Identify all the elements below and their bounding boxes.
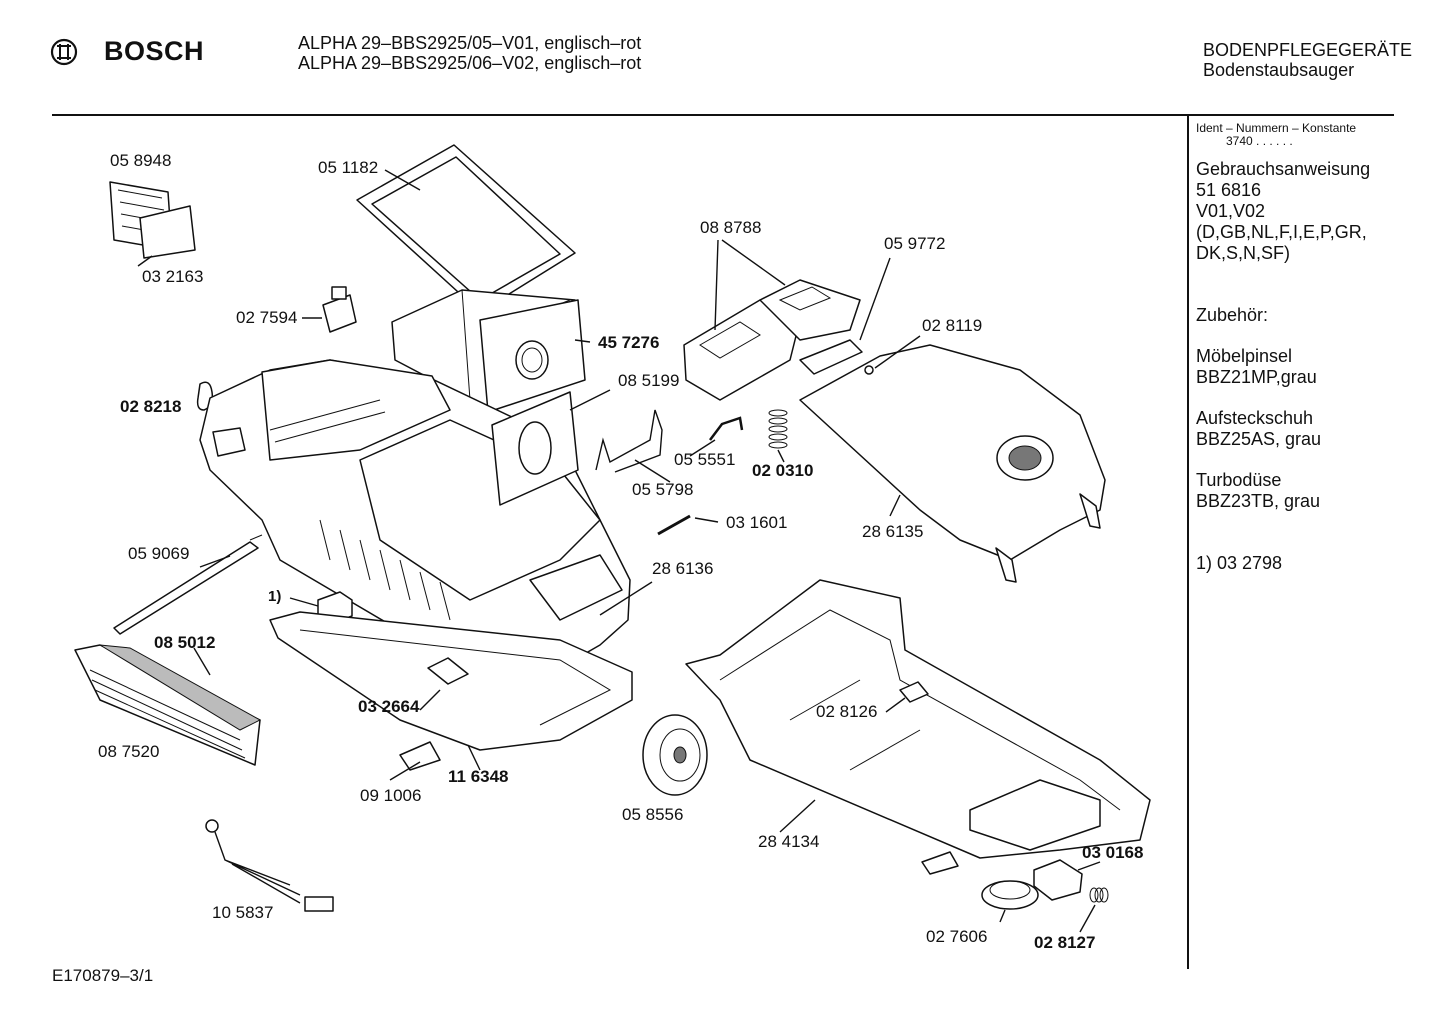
part-number: 02 0310 <box>752 461 814 480</box>
pin-part <box>657 514 691 536</box>
bosch-armature-icon <box>50 38 78 66</box>
category-title: BODENPFLEGEGERÄTE <box>1203 40 1413 60</box>
cable-harness-part <box>205 819 334 912</box>
screw-part <box>864 365 874 375</box>
accessory-item: Möbelpinsel BBZ21MP,grau <box>1196 346 1392 388</box>
part-number: 08 8788 <box>700 218 762 237</box>
exploded-view-drawing <box>74 144 1151 933</box>
footnote: 1) 03 2798 <box>1196 553 1283 573</box>
part-number: 05 5551 <box>674 450 736 469</box>
manual-languages: DK,S,N,SF) <box>1196 243 1291 263</box>
part-number: 02 8126 <box>816 702 878 721</box>
ident-value: 3740 . . . . . . <box>1226 134 1293 148</box>
bosch-logo: BOSCH <box>48 34 208 70</box>
manual-number: 51 6816 <box>1196 180 1262 200</box>
accessories-title: Zubehör: <box>1196 305 1269 325</box>
drawing-id: E170879–3/1 <box>52 966 154 985</box>
accessory-name: Turbodüse <box>1196 470 1282 490</box>
part-number: 05 8948 <box>110 151 172 170</box>
part-number: 08 7520 <box>98 742 160 761</box>
part-number: 05 1182 <box>318 158 379 177</box>
manual-languages: (D,GB,NL,F,I,E,P,GR, <box>1196 222 1367 242</box>
part-number: 02 7594 <box>236 308 298 327</box>
part-number: 03 2664 <box>358 697 420 716</box>
model-lines: ALPHA 29–BBS2925/05–V01, englisch–rot AL… <box>298 33 641 73</box>
part-number: 08 5199 <box>618 371 680 390</box>
reel-spring-part <box>1089 887 1109 903</box>
category: BODENPFLEGEGERÄTE Bodenstaubsauger <box>1203 40 1412 80</box>
bag-holder-part <box>491 391 579 506</box>
hook-part <box>709 416 744 441</box>
part-number: 28 6136 <box>652 559 714 578</box>
part-number: 08 5012 <box>154 633 216 652</box>
leader-lines <box>137 169 1101 933</box>
part-number: 10 5837 <box>212 903 274 922</box>
part-number: 02 8127 <box>1034 933 1096 952</box>
part-number: 11 6348 <box>448 767 509 786</box>
part-number: 02 8119 <box>922 316 983 335</box>
manual-title: Gebrauchsanweisung <box>1196 159 1371 179</box>
top-cover-part <box>799 344 1106 583</box>
chassis-base-part <box>685 579 1151 875</box>
lid-hinge-part <box>683 279 861 401</box>
accessory-code: BBZ25AS, grau <box>1196 429 1322 449</box>
part-number: 03 0168 <box>1082 843 1144 862</box>
lock-slider-part <box>799 339 863 375</box>
accessory-code: BBZ21MP,grau <box>1196 367 1317 387</box>
brand-name: BOSCH <box>104 36 205 66</box>
accessory-code: BBZ23TB, grau <box>1196 491 1321 511</box>
part-number: 05 9069 <box>128 544 190 563</box>
part-number: 28 6135 <box>862 522 924 541</box>
accessory-name: Aufsteckschuh <box>1196 408 1314 428</box>
manual-versions: V01,V02 <box>1196 201 1266 221</box>
part-number: 02 8218 <box>120 397 182 416</box>
switch-button-part <box>322 286 357 333</box>
part-number: 03 2163 <box>142 267 204 286</box>
part-number: 09 1006 <box>360 786 422 805</box>
accessory-item: Aufsteckschuh BBZ25AS, grau <box>1196 408 1392 450</box>
spring-wire-part <box>595 409 663 473</box>
model-line-2: ALPHA 29–BBS2925/06–V02, englisch–rot <box>298 53 642 73</box>
part-number: 45 7276 <box>598 333 660 352</box>
cord-reel-part <box>981 880 1039 910</box>
spring-part <box>768 409 788 449</box>
category-subtitle: Bodenstaubsauger <box>1203 60 1355 80</box>
part-number: 05 9772 <box>884 234 946 253</box>
accessory-item: Turbodüse BBZ23TB, grau <box>1196 470 1392 512</box>
wheel-part <box>642 714 708 796</box>
part-number: 28 4134 <box>758 832 820 851</box>
sidebar-divider <box>1187 116 1189 969</box>
part-number: 02 7606 <box>926 927 988 946</box>
model-line-1: ALPHA 29–BBS2925/05–V01, englisch–rot <box>298 33 642 53</box>
part-number: 05 5798 <box>632 480 694 499</box>
info-sidebar: Ident – Nummern – Konstante 3740 . . . .… <box>1196 122 1392 574</box>
exhaust-grille-part <box>74 644 262 766</box>
header-rule <box>52 114 1394 116</box>
ident-label: Ident – Nummern – Konstante <box>1196 121 1357 135</box>
latch-clip-part <box>399 741 441 771</box>
filter-pad-part <box>427 657 469 685</box>
part-number: 1) <box>268 588 282 605</box>
dust-bag-part <box>479 299 586 413</box>
accessory-name: Möbelpinsel <box>1196 346 1293 366</box>
part-number: 03 1601 <box>726 513 788 532</box>
reel-bracket-part <box>1033 859 1083 901</box>
cord-guide-part <box>113 534 263 635</box>
part-number: 05 8556 <box>622 805 684 824</box>
exhaust-filter-part <box>109 181 196 259</box>
